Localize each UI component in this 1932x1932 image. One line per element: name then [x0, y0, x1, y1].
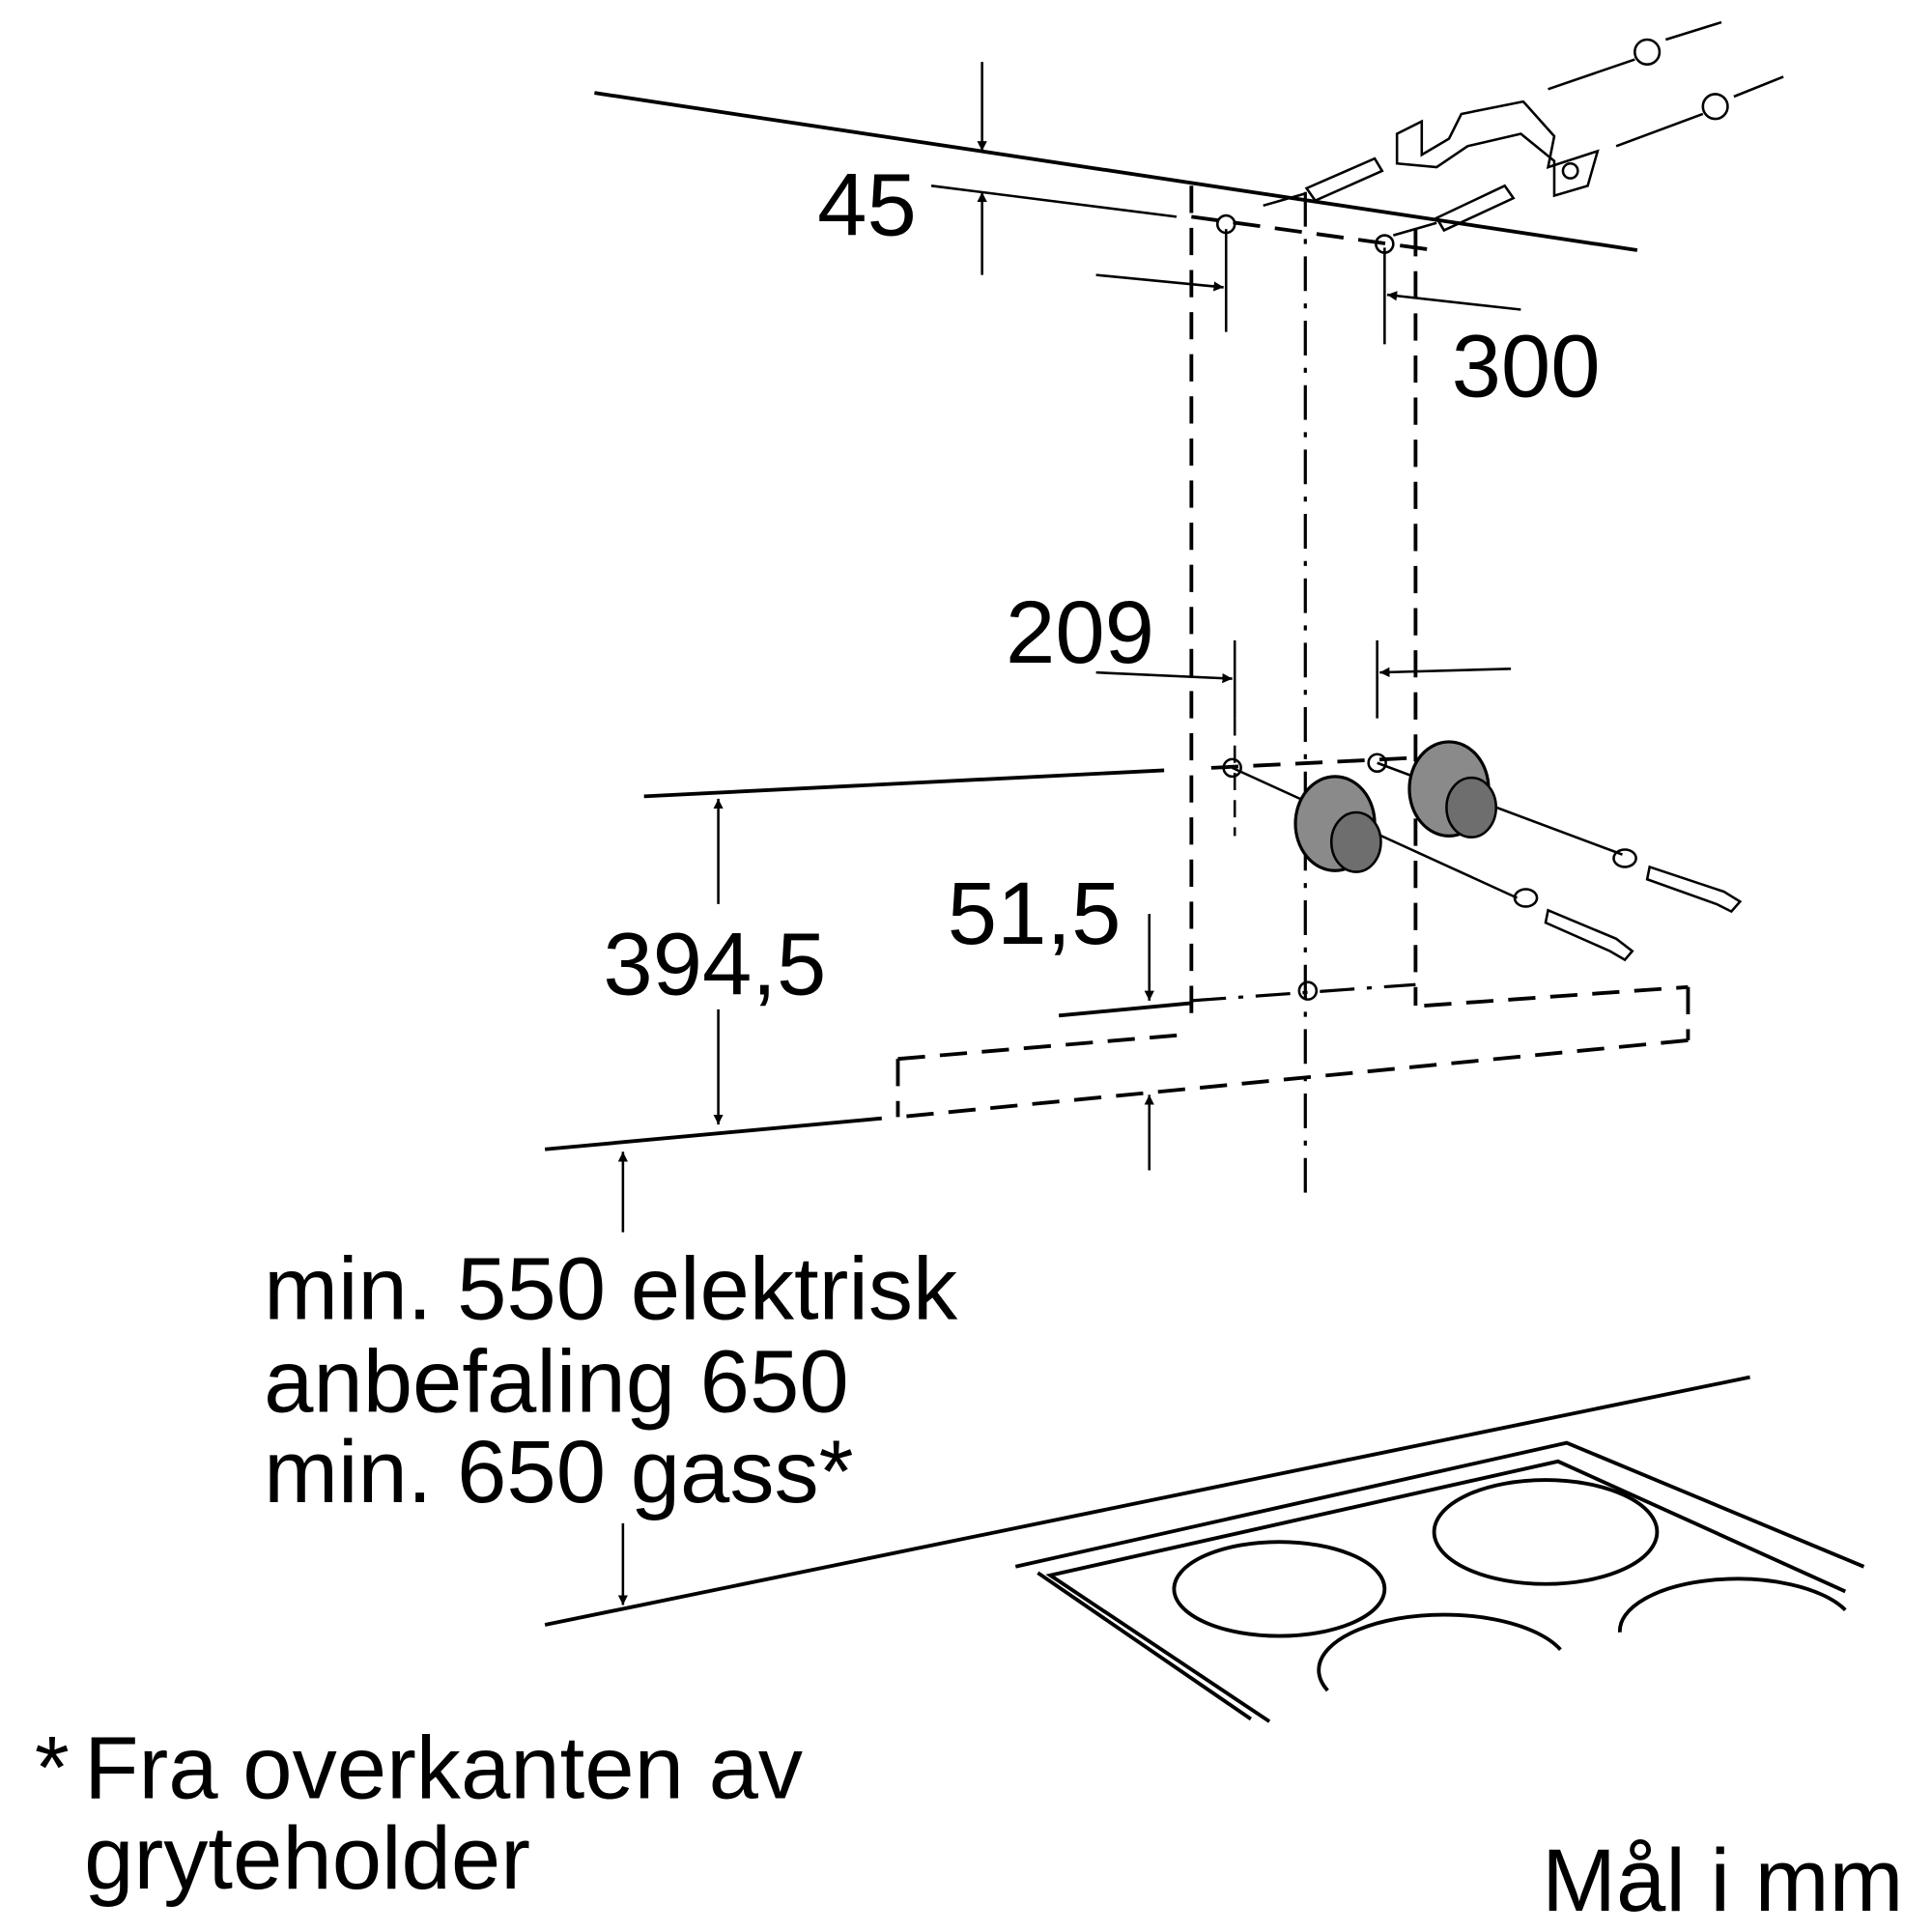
footnote-marker: * — [35, 1718, 70, 1818]
dimension-209 — [1095, 639, 1512, 837]
ceiling-line — [594, 91, 1638, 252]
footnote-line2: gryteholder — [84, 1807, 530, 1908]
hood-outline — [895, 982, 1690, 1120]
dimension-51-5-label: 51,5 — [948, 863, 1122, 963]
chimney-outline — [1189, 185, 1435, 1202]
dimension-45-label: 45 — [817, 155, 917, 255]
worktop-line — [544, 1375, 1750, 1627]
dimension-394-5-label: 394,5 — [603, 913, 826, 1013]
clearance-electric: min. 550 elektrisk — [264, 1237, 958, 1338]
hood-fixing-left — [1232, 766, 1634, 962]
units-label: Mål i mm — [1542, 1830, 1903, 1930]
wall-line-upper — [643, 768, 1165, 799]
dimension-209-label: 209 — [1006, 582, 1154, 682]
footnote-line1: Fra overkanten av — [84, 1718, 803, 1818]
hood-fixing-right — [1377, 740, 1743, 914]
screw-icon — [1548, 20, 1784, 148]
wall-plug-icon — [1263, 156, 1516, 237]
ceiling-bracket — [1395, 99, 1600, 198]
clearance-gas: min. 650 gass* — [264, 1421, 854, 1521]
dimension-300-label: 300 — [1452, 315, 1601, 415]
wall-line-lower — [544, 1116, 882, 1151]
hob — [1014, 1440, 1865, 1723]
clearance-recommended: anbefaling 650 — [264, 1331, 849, 1432]
dimension-300 — [1095, 229, 1521, 345]
dimension-45 — [930, 62, 1178, 275]
